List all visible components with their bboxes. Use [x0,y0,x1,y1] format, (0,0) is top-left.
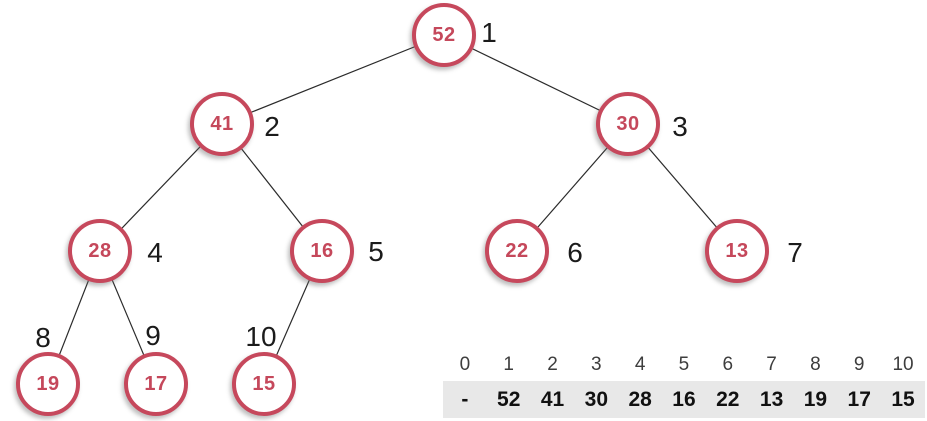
array-index: 3 [591,354,602,375]
array-index-row: 0 1 2 3 4 5 6 7 8 9 10 [443,349,925,381]
heap-node-value: 15 [252,372,276,395]
array-index: 1 [503,354,514,375]
node-position-label: 2 [264,111,280,142]
heap-node: 52 [412,3,476,67]
array-value: 30 [584,388,609,411]
array-index: 2 [547,354,558,375]
array-value: 22 [716,388,740,411]
array-index: 4 [634,354,646,375]
node-position-label: 4 [147,237,163,268]
array-index: 5 [678,354,690,375]
heap-node: 28 [68,219,132,283]
array-index: 7 [766,354,777,375]
array-value: 28 [628,388,652,411]
heap-node-value: 22 [505,239,529,262]
heap-node: 19 [16,352,80,416]
heap-node: 41 [190,92,254,156]
heap-node-value: 16 [310,239,334,262]
heap-node: 30 [596,92,660,156]
heap-node-value: 17 [144,372,168,395]
heap-node: 22 [485,219,549,283]
heap-node: 16 [290,219,354,283]
node-position-label: 3 [672,111,688,142]
array-value: 16 [672,388,696,411]
array-index: 6 [722,354,734,375]
array-index: 10 [892,354,914,375]
node-position-label: 6 [567,237,583,268]
node-position-label: 1 [481,17,497,48]
array-representation: 0 1 2 3 4 5 6 7 8 9 10 - 52 41 30 28 16 … [443,349,925,418]
heap-node-value: 41 [210,112,234,135]
array-value-row: - 52 41 30 28 16 22 13 19 17 15 [443,381,925,418]
array-value: 52 [497,388,521,411]
heap-node: 15 [232,352,296,416]
array-index: 9 [853,354,865,375]
heap-node-value: 13 [725,239,749,262]
node-position-label: 9 [145,320,161,351]
array-value: 17 [847,388,871,411]
array-index: 0 [459,354,471,375]
node-position-label: 5 [368,236,384,267]
node-position-label: 8 [35,322,51,353]
heap-node-value: 52 [432,23,456,46]
tree-edge [221,34,445,125]
tree-edge [443,34,629,125]
node-position-label: 10 [245,321,277,352]
array-value: - [461,388,469,411]
array-index: 8 [810,354,821,375]
array-value: 13 [759,388,784,411]
heap-node-value: 30 [616,112,640,135]
array-value: 19 [803,388,828,411]
node-position-label: 7 [787,237,803,268]
heap-node-value: 28 [88,239,112,262]
array-value: 15 [891,388,915,411]
heap-node: 13 [705,219,769,283]
array-value: 41 [540,388,565,411]
heap-node-value: 19 [36,372,60,395]
heap-node: 17 [124,352,188,416]
